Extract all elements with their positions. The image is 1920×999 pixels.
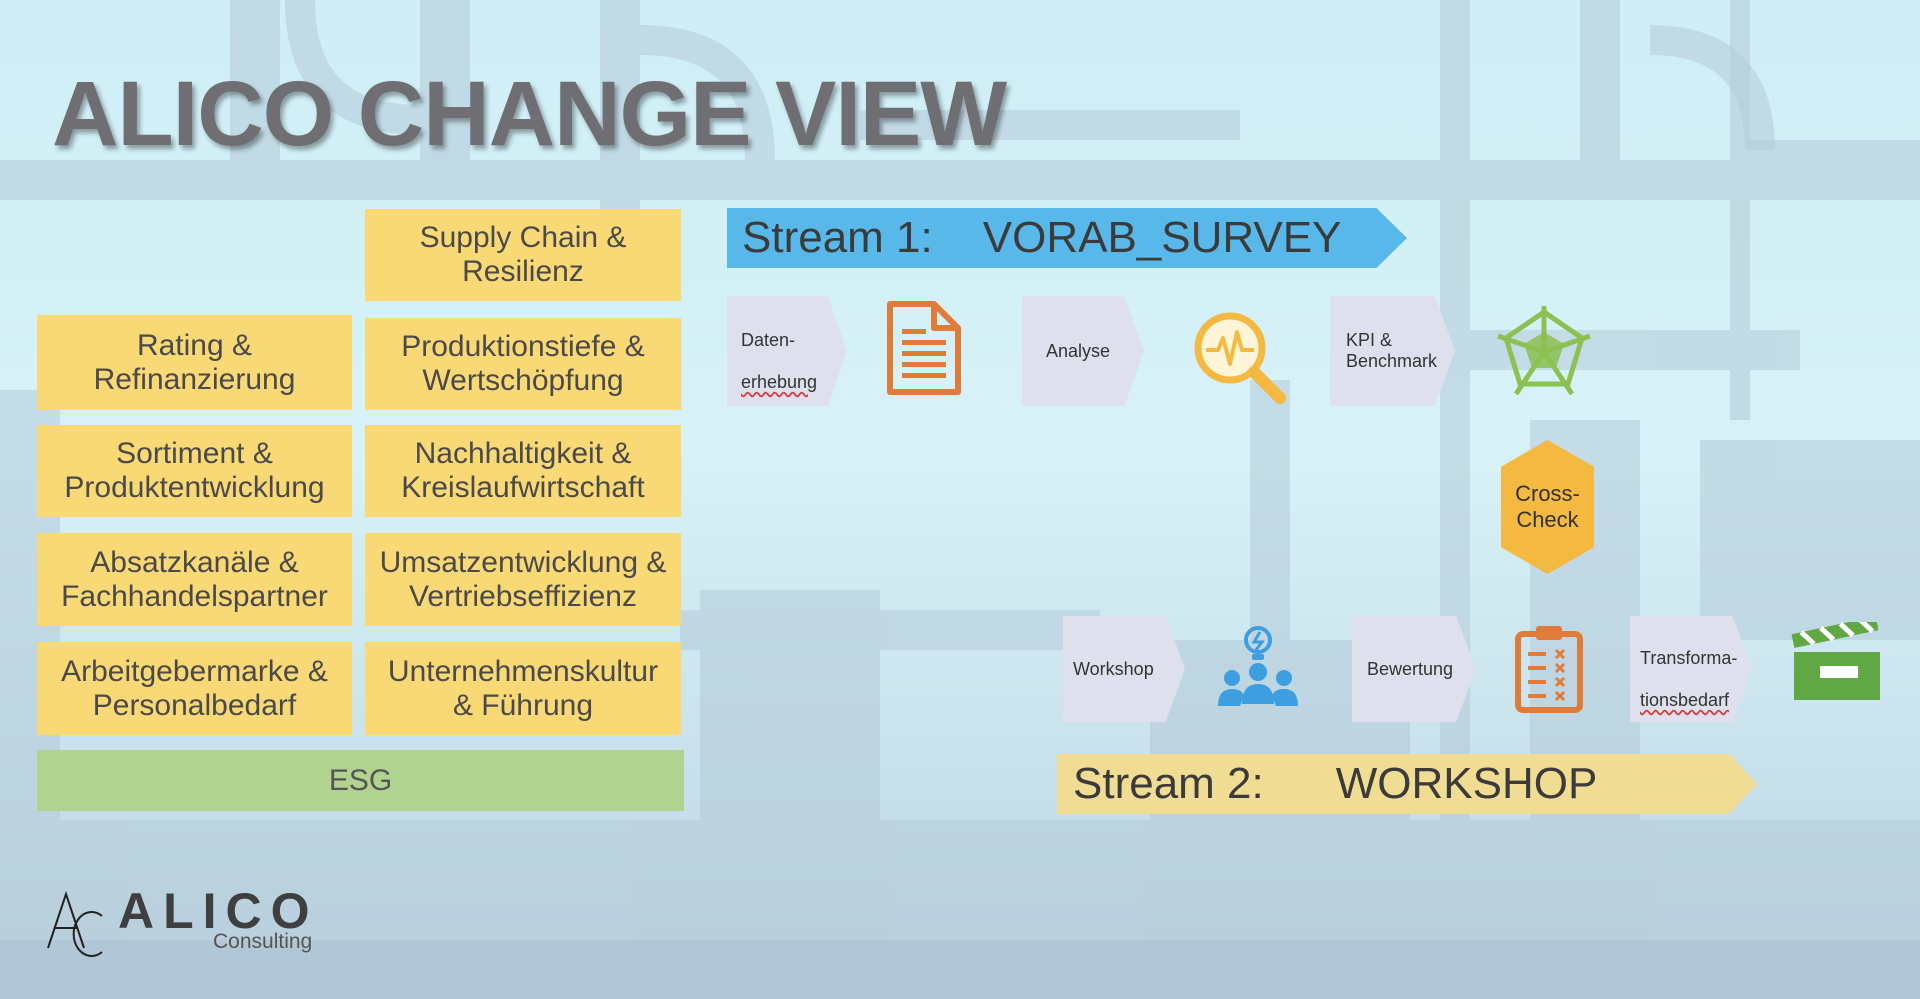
topic-supply-chain: Supply Chain & Resilienz: [365, 209, 681, 301]
topic-rating: Rating & Refinanzierung: [37, 315, 352, 410]
step-workshop: Workshop: [1063, 616, 1185, 722]
topic-esg: ESG: [37, 750, 684, 811]
topic-sortiment: Sortiment & Produktentwicklung: [37, 425, 352, 517]
topic-nachhaltigkeit: Nachhaltigkeit & Kreislaufwirtschaft: [365, 425, 681, 517]
magnifier-pulse-icon: [1194, 312, 1286, 404]
topic-unternehmenskultur: Unternehmenskultur & Führung: [365, 642, 681, 735]
topic-umsatzentwicklung: Umsatzentwicklung & Vertriebseffizienz: [365, 533, 681, 626]
step-datenerhebung: Daten- erhebung: [727, 296, 847, 406]
page-title: ALICO CHANGE VIEW: [52, 63, 1007, 165]
step-transformationsbedarf: Transforma- tionsbedarf: [1630, 616, 1752, 722]
logo-subtitle: Consulting: [213, 930, 313, 953]
step-workshop-label: Workshop: [1073, 658, 1154, 679]
step-datenerhebung-line1: Daten-: [741, 330, 796, 350]
logo-wordmark: ALICO: [118, 883, 319, 939]
stream1-banner: Stream 1: VORAB_SURVEY: [727, 208, 1407, 268]
stream2-label: Stream 2:: [1073, 759, 1264, 808]
clapperboard-icon: [1791, 622, 1880, 700]
step-analyse-label: Analyse: [1045, 340, 1111, 361]
step-transformation-line1: Transforma-: [1640, 648, 1738, 668]
stream2-name: WORKSHOP: [1335, 759, 1598, 808]
step-datenerhebung-line2: erhebung: [741, 372, 818, 392]
stream1-label: Stream 1:: [742, 213, 933, 262]
step-analyse: Analyse: [1022, 296, 1144, 406]
step-bewertung-label: Bewertung: [1367, 658, 1454, 679]
clipboard-checklist-icon: [1515, 626, 1583, 713]
topic-arbeitgebermarke: Arbeitgebermarke & Personalbedarf: [37, 642, 352, 735]
topic-absatzkanaele: Absatzkanäle & Fachhandelspartner: [37, 533, 352, 626]
team-idea-icon: [1218, 626, 1298, 706]
step-transformation-line2: tionsbedarf: [1640, 690, 1730, 710]
cross-check-hexagon: Cross- Check: [1501, 440, 1594, 574]
stream1-name: VORAB_SURVEY: [982, 213, 1342, 262]
topic-produktionstiefe: Produktionstiefe & Wertschöpfung: [365, 318, 681, 410]
radar-chart-icon: [1497, 306, 1591, 396]
step-kpi-benchmark: KPI & Benchmark: [1330, 296, 1455, 406]
step-bewertung: Bewertung: [1352, 616, 1476, 722]
step-kpi-label: KPI & Benchmark: [1346, 330, 1438, 371]
stream2-banner: Stream 2: WORKSHOP: [1057, 754, 1757, 814]
document-icon: [887, 301, 961, 395]
alico-logo-mark: [47, 890, 103, 957]
